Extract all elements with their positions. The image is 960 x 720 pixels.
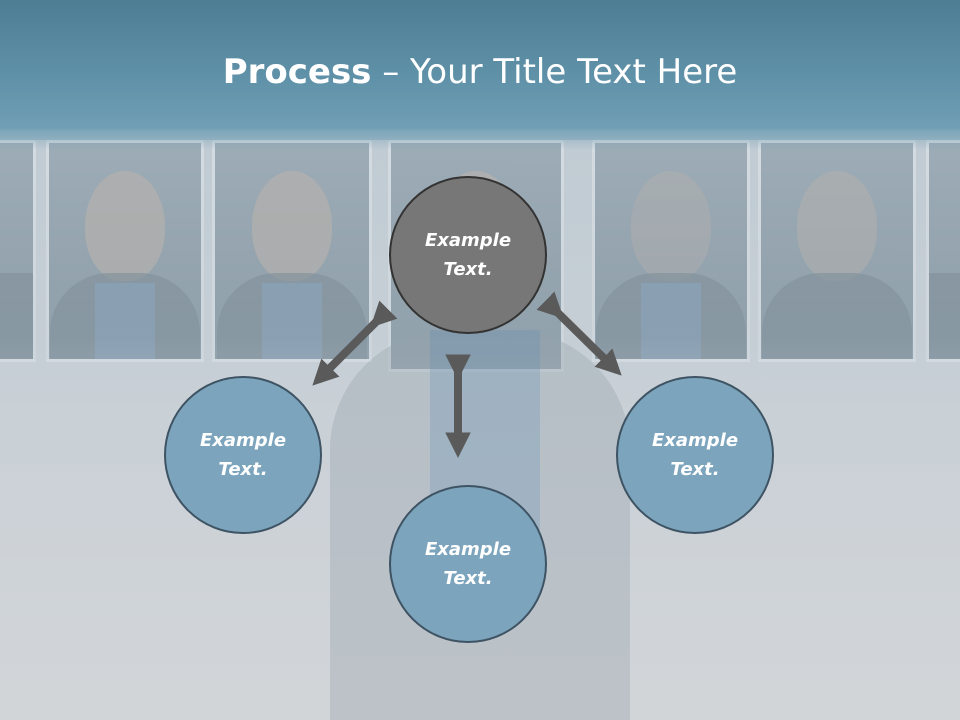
slide-title: Process – Your Title Text Here <box>0 52 960 92</box>
node-right[interactable]: Example Text. <box>616 376 774 534</box>
node-center-label: Example Text. <box>424 230 512 280</box>
node-left[interactable]: Example Text. <box>164 376 322 534</box>
title-bar <box>0 0 960 140</box>
node-center[interactable]: Example Text. <box>389 176 547 334</box>
node-left-label: Example Text. <box>199 430 287 480</box>
node-right-label: Example Text. <box>651 430 739 480</box>
arrow-center-right <box>536 291 622 376</box>
node-bottom[interactable]: Example Text. <box>389 485 547 643</box>
slide-title-bold: Process <box>222 52 372 92</box>
title-bar-fade <box>0 120 960 150</box>
arrow-center-left <box>312 300 398 386</box>
node-bottom-label: Example Text. <box>424 539 512 589</box>
slide-title-rest: – Your Title Text Here <box>371 52 738 92</box>
